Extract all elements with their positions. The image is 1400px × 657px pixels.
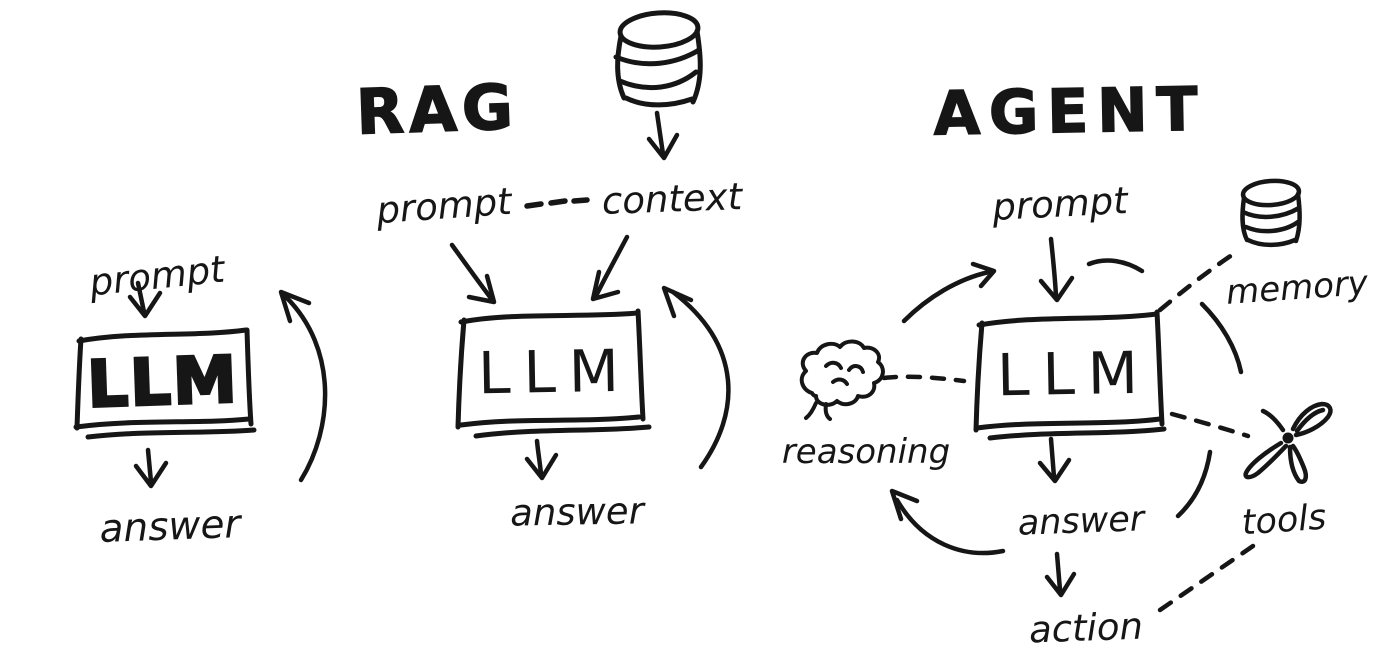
llm-memory-dashed-link: [1157, 248, 1241, 313]
rag-prompt-label: prompt: [374, 179, 514, 233]
agent-reasoning-loop-arrow: [889, 488, 1006, 556]
agent-reasoning-label: reasoning: [781, 432, 951, 472]
rag-loop-arrow: [661, 285, 731, 470]
rag-title: RAG: [354, 69, 520, 149]
rag-answer-arrow: [524, 438, 559, 481]
prompt-context-dashes: [524, 197, 590, 209]
llm-answer-arrow: [133, 447, 169, 489]
rag-llm-box: [455, 308, 652, 439]
agent-cycle-arc-top-right: [1086, 258, 1145, 274]
agent-prompt-label: prompt: [991, 178, 1129, 230]
llm-answer-label: answer: [98, 502, 242, 552]
rag-prompt-arrow: [449, 242, 497, 305]
llm-box: [73, 327, 257, 440]
llm-model-label: LLM: [85, 342, 242, 424]
agent-action-label: action: [1028, 604, 1144, 652]
memory-database-icon: [1240, 178, 1302, 248]
brain-icon: [799, 339, 885, 421]
database-context-arrow: [646, 110, 680, 161]
agent-memory-label: memory: [1224, 263, 1370, 313]
agent-title: AGENT: [932, 74, 1208, 150]
agent-tools-label: tools: [1240, 497, 1328, 544]
rag-context-arrow: [590, 234, 630, 302]
llm-tools-dashed-link: [1169, 411, 1251, 439]
rag-answer-label: answer: [509, 489, 645, 535]
agent-prompt-arrow: [1038, 236, 1075, 303]
llm-loop-arrow: [278, 289, 328, 483]
agent-cycle-arc-right: [1199, 301, 1244, 375]
agent-cycle-arc-bottom-right: [1175, 449, 1213, 519]
agent-answer-label: answer: [1017, 499, 1145, 544]
llm-prompt-arrow: [127, 280, 163, 319]
brain-llm-dashed-link: [881, 374, 967, 384]
action-tools-dashed-link: [1157, 543, 1256, 613]
rag-context-label: context: [601, 175, 743, 223]
agent-model-label: LLM: [996, 338, 1152, 410]
shears-icon: [1243, 401, 1333, 484]
database-icon: [613, 10, 703, 108]
agent-answer-arrow: [1037, 436, 1072, 484]
rag-model-label: LLM: [477, 336, 633, 408]
agent-llm-box: [973, 309, 1167, 441]
agent-cycle-arc-top-left: [901, 261, 997, 324]
agent-action-arrow: [1044, 551, 1077, 598]
